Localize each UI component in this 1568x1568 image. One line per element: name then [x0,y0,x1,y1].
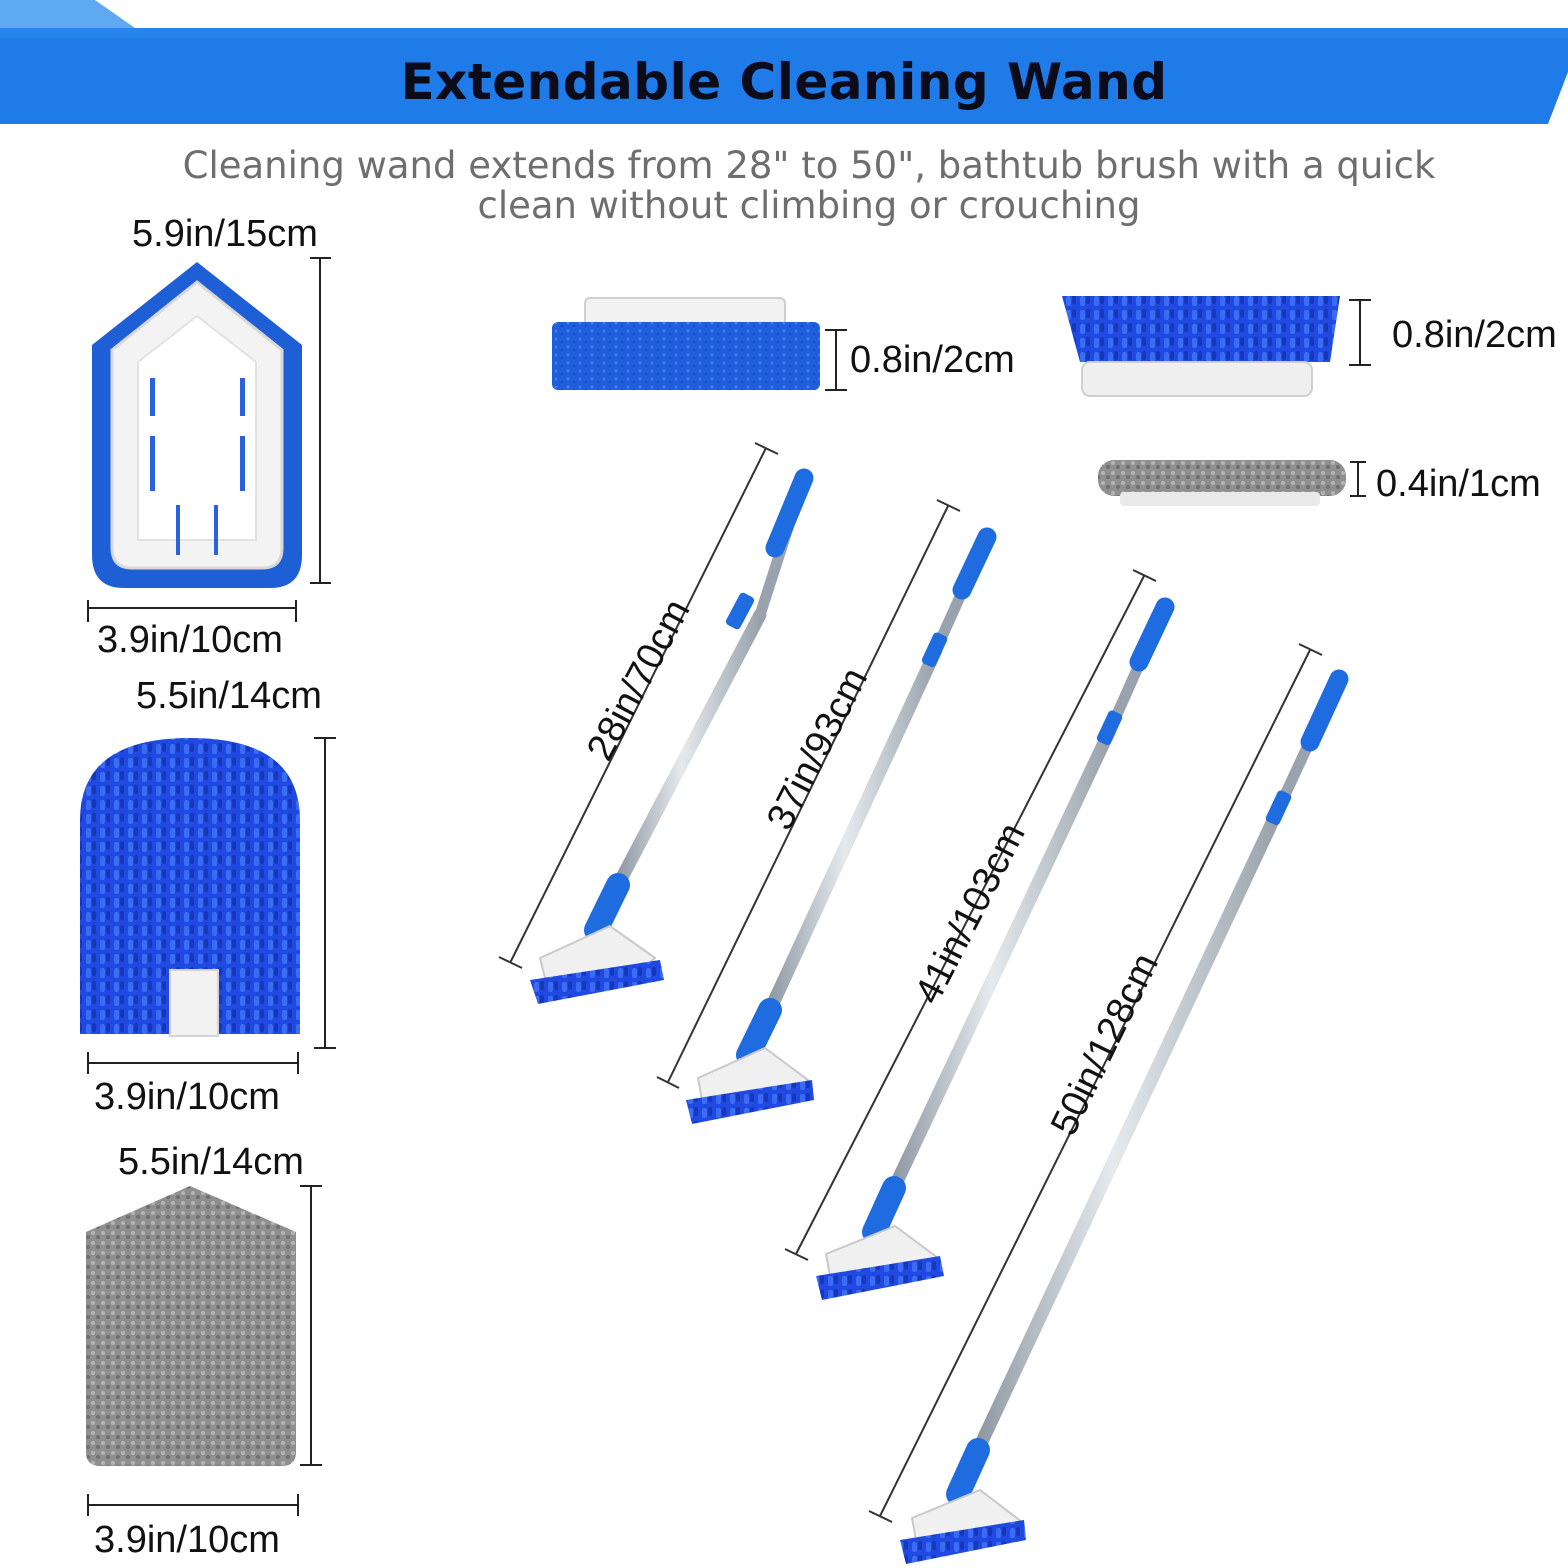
wand-4-image [900,669,1349,1564]
microfiber-thickness-label: 0.4in/1cm [1376,463,1541,505]
subtitle-line-2: clean without climbing or crouching [477,184,1141,227]
wand-3-dimension-line [784,569,1157,1261]
sponge-side-image [552,297,820,390]
brush-width-label: 3.9in/10cm [94,1076,280,1118]
brush-dimension-lines [87,737,336,1074]
sponge-thickness-line [825,329,847,391]
wand-4-dimension-line [868,643,1323,1523]
brush-side-image [1062,296,1340,397]
microfiber-dimension-lines [87,1185,322,1516]
wand-1-dimension-line [498,442,779,969]
brush-head-image [80,738,300,1037]
sponge-dimension-lines [87,257,331,622]
microfiber-width-label: 3.9in/10cm [94,1519,280,1561]
brush-thickness-line [1349,299,1371,366]
wand-2-dimension-line [656,499,961,1089]
microfiber-side-image [1098,460,1346,506]
subtitle-line-1: Cleaning wand extends from 28" to 50", b… [182,144,1436,187]
microfiber-thickness-line [1350,461,1366,497]
subtitle: Cleaning wand extends from 28" to 50", b… [0,146,1568,226]
header-banner [0,0,1568,124]
sponge-head-image [92,262,302,588]
sponge-width-label: 3.9in/10cm [97,619,283,661]
sponge-height-label: 5.9in/15cm [132,213,318,255]
page-title: Extendable Cleaning Wand [400,53,1168,111]
microfiber-pad-image [86,1186,296,1466]
brush-height-label: 5.5in/14cm [136,675,322,717]
microfiber-height-label: 5.5in/14cm [118,1141,304,1183]
wand-1-image [530,468,814,1004]
sponge-thickness-label: 0.8in/2cm [850,339,1015,381]
brush-thickness-label: 0.8in/2cm [1392,314,1557,356]
wand-3-image [816,597,1175,1300]
wand-2-image [686,527,997,1124]
